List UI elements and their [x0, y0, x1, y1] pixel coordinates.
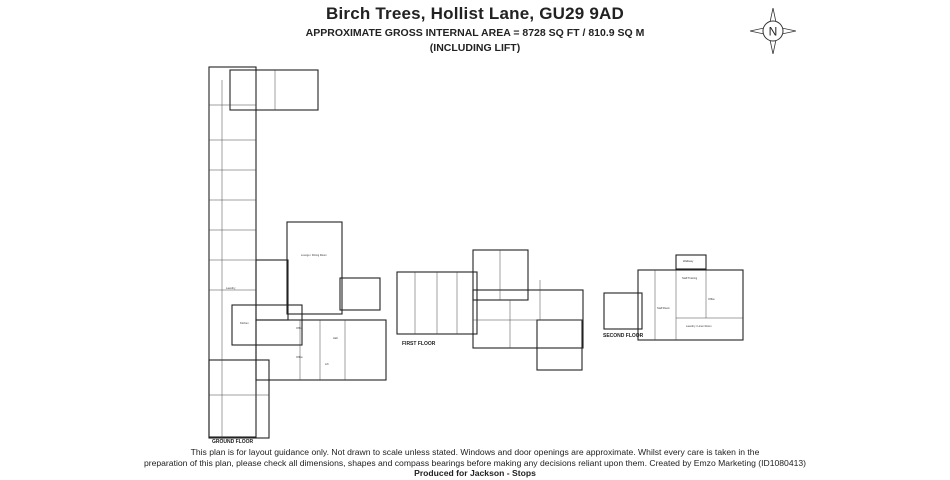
label-staff-room: Staff Room	[657, 306, 670, 310]
ground-west-wing	[208, 66, 257, 438]
ground-floor-label: GROUND FLOOR	[212, 439, 254, 445]
compass-icon: N	[750, 8, 796, 54]
ground-central-block	[255, 259, 289, 321]
area-line: APPROXIMATE GROSS INTERNAL AREA = 8728 S…	[305, 27, 645, 39]
disclaimer-line-2: preparation of this plan, please check a…	[143, 457, 807, 468]
label-lounge: Lounge / Dining Room	[301, 253, 327, 257]
first-central-block	[472, 289, 584, 349]
disclaimer-line-1: This plan is for layout guidance only. N…	[190, 447, 760, 457]
produced-for: Produced for Jackson - Stops	[414, 468, 536, 478]
ground-south-rooms	[208, 359, 270, 439]
ground-east-bedroom	[339, 277, 381, 311]
label-hall: Hall	[333, 336, 338, 340]
label-laundry-linen: Laundry / Linen Room	[686, 324, 712, 328]
label-walkway: Walkway	[683, 259, 694, 263]
ground-kitchen-block	[231, 304, 303, 346]
compass-letter: N	[769, 25, 778, 39]
page-title: Birch Trees, Hollist Lane, GU29 9AD	[326, 4, 624, 23]
label-office-1: Office	[296, 326, 303, 330]
header: Birch Trees, Hollist Lane, GU29 9AD APPR…	[0, 4, 950, 54]
label-laundry: Laundry	[226, 286, 236, 290]
ground-office-block	[255, 319, 387, 381]
second-west-block	[603, 292, 643, 330]
label-kitchen: Kitchen	[240, 321, 249, 325]
lift-line: (INCLUDING LIFT)	[429, 42, 521, 54]
label-office-2: Office	[296, 355, 303, 359]
label-staff-training: Staff Training	[682, 276, 698, 280]
first-south-block	[536, 319, 583, 371]
first-floor-label: FIRST FLOOR	[402, 341, 436, 347]
first-north-block	[472, 249, 529, 301]
label-lift: Lift	[325, 362, 329, 366]
label-office-3: Office	[708, 297, 715, 301]
ground-lounge	[286, 221, 343, 315]
footer: This plan is for layout guidance only. N…	[120, 447, 830, 479]
second-east-block	[637, 269, 744, 341]
ground-north-wing	[229, 69, 319, 111]
second-walkway	[675, 254, 707, 270]
second-floor-label: SECOND FLOOR	[603, 333, 644, 339]
